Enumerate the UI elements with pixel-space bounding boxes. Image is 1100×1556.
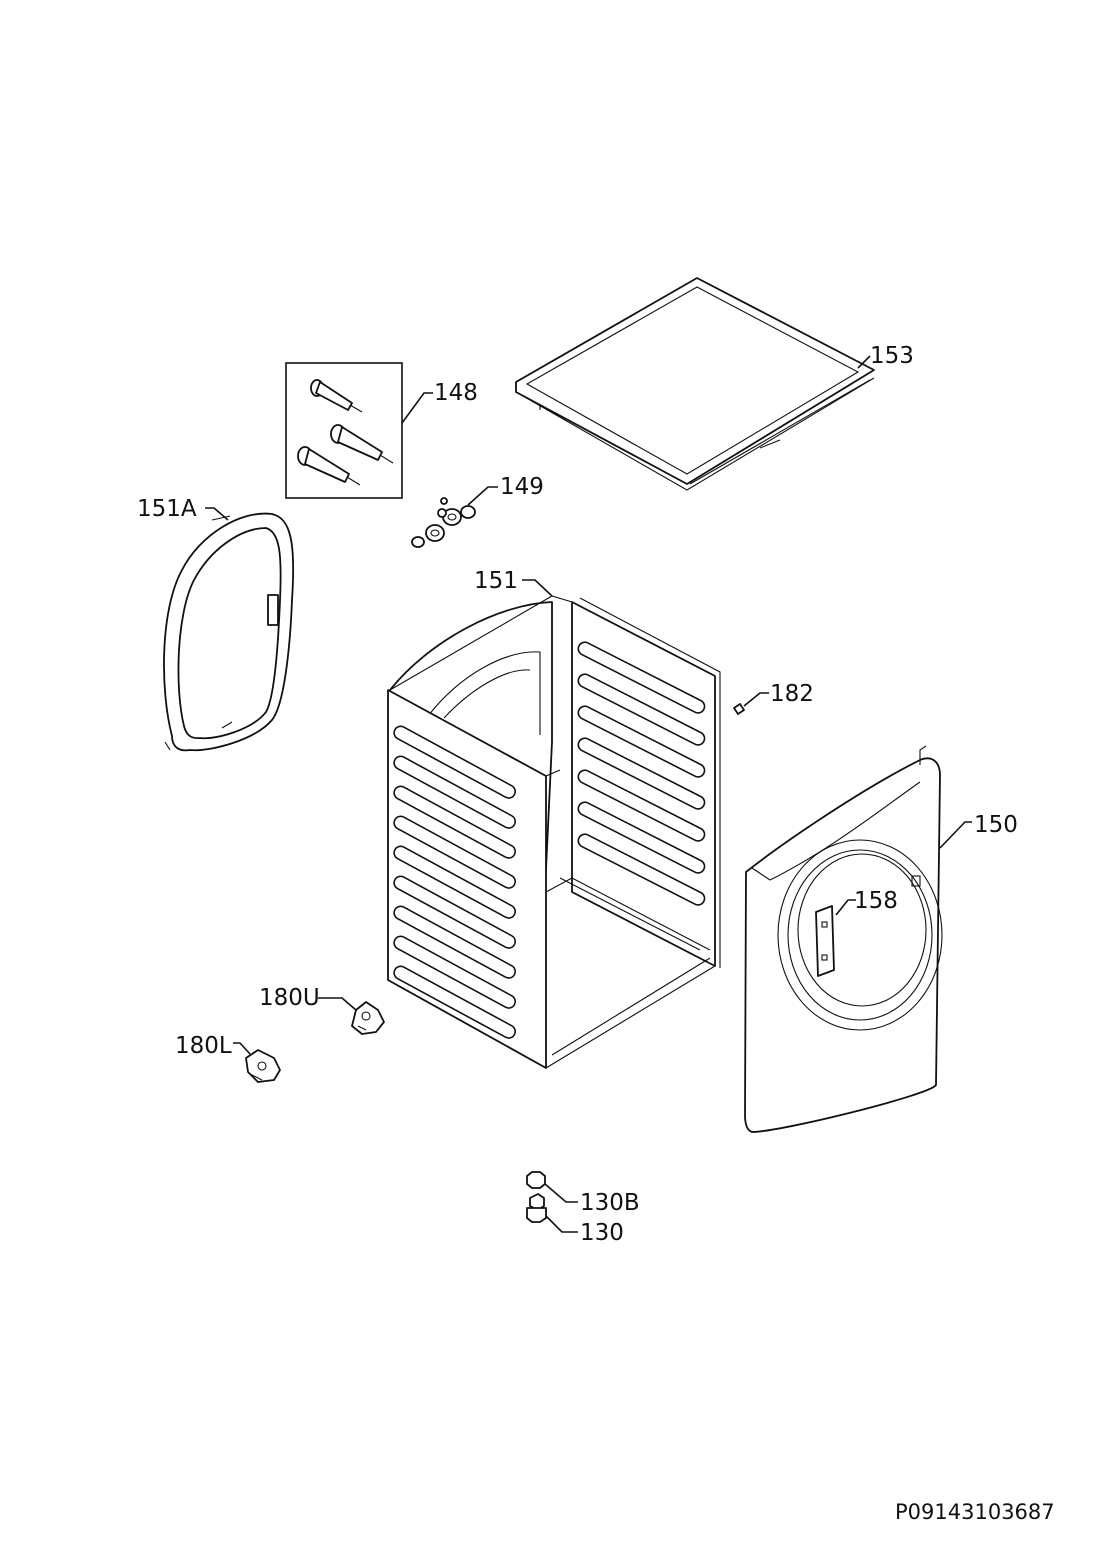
label-151A: 151A	[137, 496, 197, 522]
foot-part[interactable]	[526, 1193, 547, 1223]
caps-washers-part[interactable]	[411, 497, 476, 548]
top-cover-part[interactable]	[515, 277, 875, 491]
label-182: 182	[770, 681, 814, 707]
lower-hinge-part[interactable]	[245, 1049, 281, 1083]
cabinet-right-panel-slots	[577, 641, 706, 906]
foot-nut-part[interactable]	[526, 1171, 546, 1189]
clip-part[interactable]	[733, 703, 745, 715]
transport-bolt-2	[330, 424, 394, 464]
label-148: 148	[434, 380, 478, 406]
label-130B: 130B	[580, 1190, 640, 1216]
label-151: 151	[474, 568, 518, 594]
label-149: 149	[500, 474, 544, 500]
label-158: 158	[854, 888, 898, 914]
transport-bolt-1	[310, 379, 363, 413]
leader-line-151A	[205, 507, 229, 521]
leader-line-149	[467, 486, 498, 506]
leader-line-182	[743, 692, 769, 707]
transport-bolt-3	[297, 446, 361, 486]
leader-line-180L	[233, 1042, 251, 1055]
leader-line-158	[835, 899, 856, 916]
front-panel-part[interactable]	[744, 745, 943, 1133]
cabinet-left-panel-slots	[393, 725, 517, 1039]
label-153: 153	[870, 343, 914, 369]
label-150: 150	[974, 812, 1018, 838]
upper-hinge-part[interactable]	[351, 1001, 385, 1035]
leader-line-130	[545, 1215, 578, 1233]
door-frame-part[interactable]	[163, 512, 295, 752]
hinge-plate-part[interactable]	[815, 905, 835, 977]
label-130: 130	[580, 1220, 624, 1246]
label-180L: 180L	[175, 1033, 232, 1059]
label-180U: 180U	[259, 985, 320, 1011]
transport-bolts-kit[interactable]	[285, 362, 403, 499]
leader-line-153	[857, 355, 871, 369]
leader-line-148	[401, 392, 433, 424]
leader-line-180U	[318, 997, 357, 1011]
leader-line-151	[522, 579, 553, 597]
leader-line-150	[939, 821, 972, 849]
drawing-code: P09143103687	[895, 1500, 1055, 1524]
leader-line-130B	[544, 1183, 578, 1203]
